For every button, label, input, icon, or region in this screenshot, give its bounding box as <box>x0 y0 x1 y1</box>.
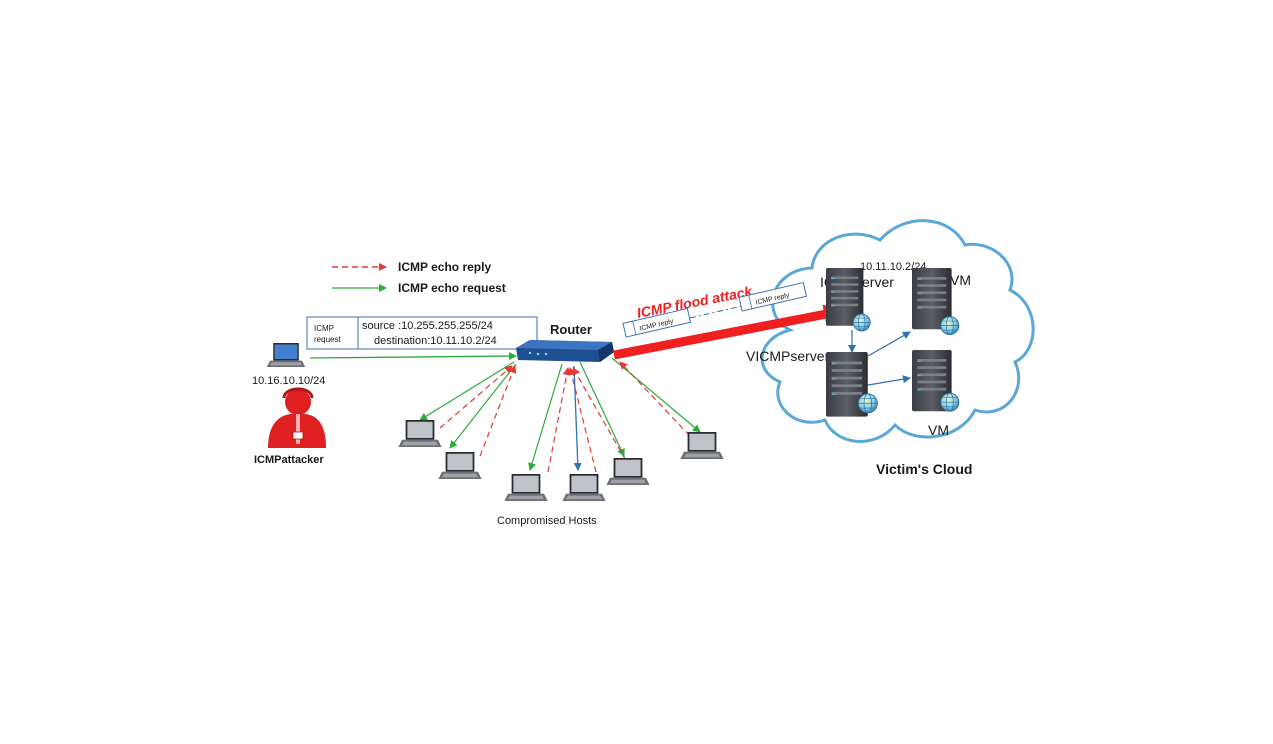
reply-line-host6 <box>619 361 691 437</box>
vicmp-server-label: VICMPserver <box>746 348 830 364</box>
compromised-hosts-label: Compromised Hosts <box>497 515 597 527</box>
reply-line-host1 <box>439 365 513 429</box>
attacker-ip: 10.16.10.10/24 <box>252 375 325 387</box>
request-line-host3 <box>528 363 563 471</box>
victims-cloud-label: Victim's Cloud <box>876 461 972 477</box>
packet-destination: destination:10.11.10.2/24 <box>374 335 497 347</box>
internal-line-host4 <box>573 365 582 471</box>
request-line-host1 <box>419 361 515 421</box>
compromised-host-laptop-icon <box>438 452 482 479</box>
legend: ICMP echo reply ICMP echo request <box>332 260 506 295</box>
reply-line-host4 <box>567 367 597 473</box>
server-ip: 10.11.10.2/24 <box>860 261 926 273</box>
attacker-person-icon <box>268 387 326 448</box>
legend-request-label: ICMP echo request <box>398 281 506 295</box>
reply-line-host3 <box>547 367 571 473</box>
cloud-link-vserver-to-vm-bottom <box>867 375 911 386</box>
packet-header-box: ICMP request source :10.255.255.255/24 d… <box>306 316 538 350</box>
attacker-request-line <box>309 352 517 361</box>
vm-bottom-label: VM <box>928 422 949 438</box>
request-line-host6 <box>611 357 701 433</box>
request-line-host2 <box>449 363 517 449</box>
compromised-host-laptop-icon <box>504 474 548 501</box>
cloud-link-vserver-to-vm-top <box>867 331 911 357</box>
request-line-host5 <box>579 361 625 457</box>
packet-type-line2: request <box>314 335 341 344</box>
flood-attack-arrow <box>613 304 844 360</box>
legend-reply-label: ICMP echo reply <box>398 260 491 274</box>
compromised-host-laptop-icon <box>680 432 724 459</box>
packet-source: source :10.255.255.255/24 <box>362 320 493 332</box>
victims-cloud-outline <box>760 219 1035 443</box>
compromised-host-laptop-icon <box>562 474 606 501</box>
router-icon <box>516 340 614 362</box>
router-label: Router <box>550 322 592 337</box>
packet-type-line1: ICMP <box>314 324 334 333</box>
attacker-laptop-icon <box>266 343 306 367</box>
compromised-host-laptop-icon <box>398 420 442 447</box>
flood-attack-label: ICMP flood attack <box>636 283 755 321</box>
vm-top-label: VM <box>950 272 971 288</box>
compromised-host-laptop-icon <box>606 458 650 485</box>
attacker-name: ICMPattacker <box>254 454 324 466</box>
reply-line-host2 <box>479 365 517 457</box>
